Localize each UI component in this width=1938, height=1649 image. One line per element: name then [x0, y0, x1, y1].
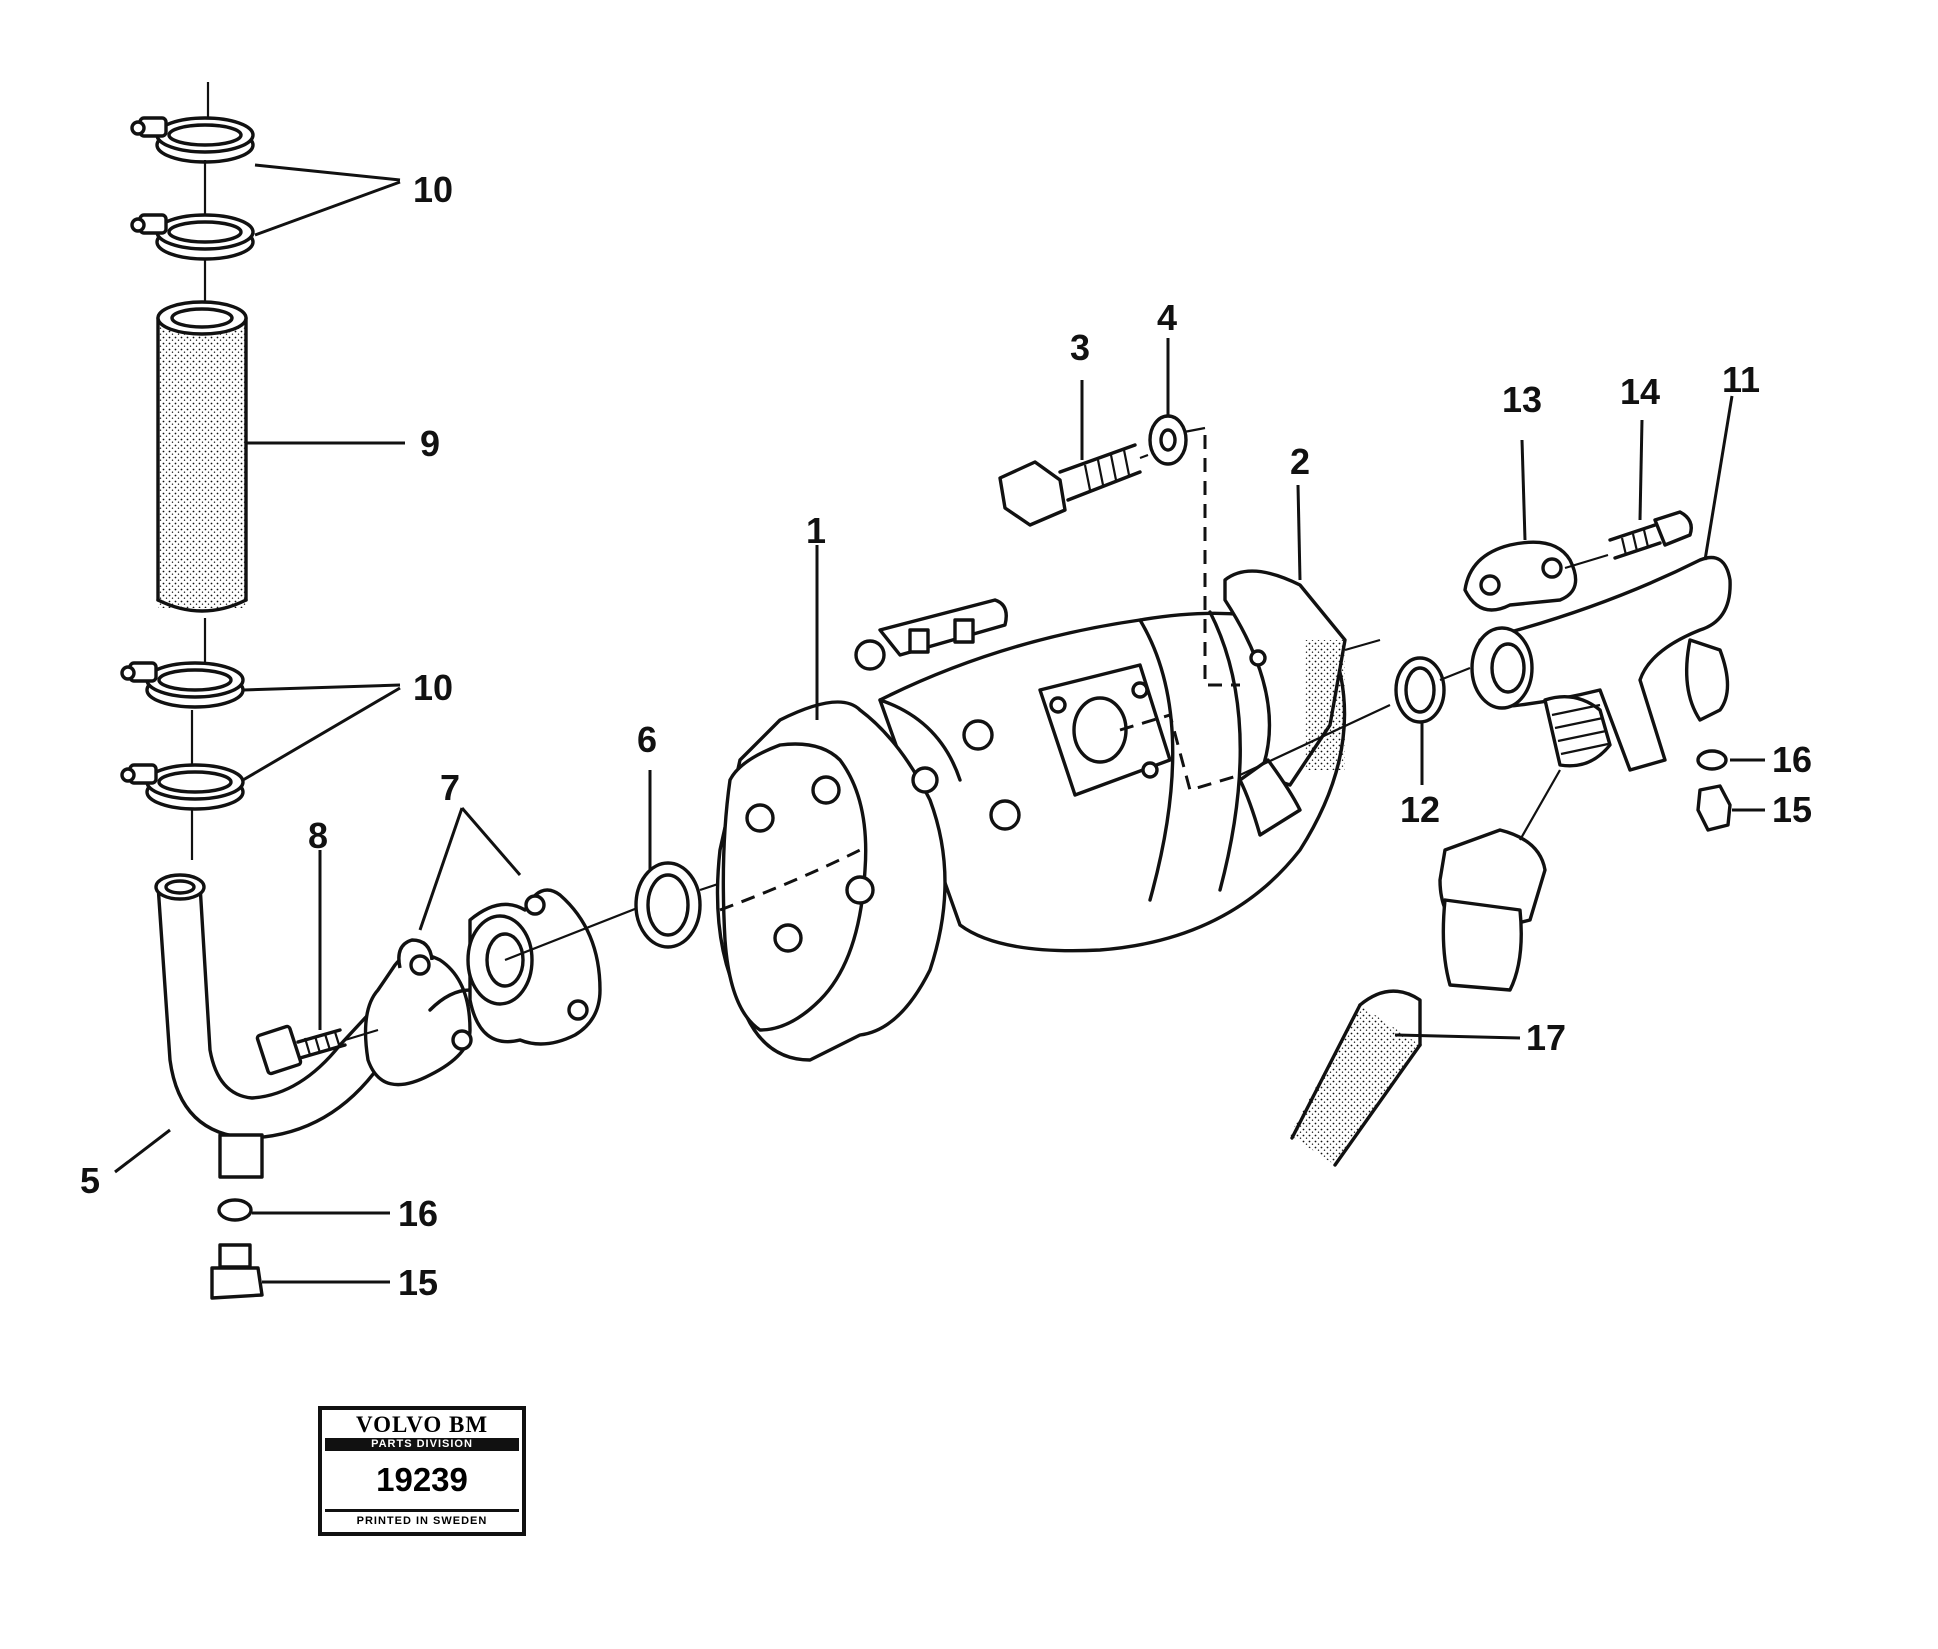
hose-clamp-lower-1 [120, 661, 245, 709]
flange-13 [1463, 540, 1578, 612]
callout-16-right: 16 [1772, 739, 1812, 780]
callout-4: 4 [1157, 297, 1177, 338]
callout-5: 5 [80, 1160, 100, 1201]
callouts: 1 2 3 4 5 6 7 8 9 10 10 11 12 13 14 15 1… [80, 169, 1812, 1303]
hose-clamp-upper-1 [130, 82, 255, 164]
washer-16-left [217, 1198, 253, 1222]
callout-16-left: 16 [398, 1193, 438, 1234]
callout-9: 9 [420, 423, 440, 464]
callout-17: 17 [1526, 1017, 1566, 1058]
callout-10-lower: 10 [413, 667, 453, 708]
stamp-printed: PRINTED IN SWEDEN [356, 1515, 488, 1527]
callout-15-left: 15 [398, 1262, 438, 1303]
hose-clamp-lower-2 [120, 763, 245, 811]
callout-6: 6 [637, 719, 657, 760]
hose-17 [1290, 769, 1561, 1167]
callout-10-upper: 10 [413, 169, 453, 210]
pump-1 [715, 435, 1391, 1062]
callout-12: 12 [1400, 789, 1440, 830]
flange-7-left [363, 938, 473, 1087]
callout-7: 7 [440, 767, 460, 808]
plug-15-right [1696, 784, 1732, 832]
bolt-14 [1564, 510, 1693, 570]
o-ring-12 [1394, 656, 1446, 724]
stamp-brand: VOLVO BM [355, 1412, 489, 1437]
stamp-division: PARTS DIVISION [325, 1438, 519, 1451]
callout-11: 11 [1722, 359, 1760, 400]
bolt-8 [255, 1024, 379, 1076]
callout-3: 3 [1070, 327, 1090, 368]
flange-7-right [466, 888, 602, 1046]
washer-16-right [1696, 749, 1728, 771]
washer-4 [1148, 414, 1206, 466]
callout-1: 1 [806, 510, 826, 551]
callout-2: 2 [1290, 441, 1310, 482]
suction-pipe-5 [154, 873, 432, 1179]
hose-9 [156, 300, 248, 613]
callout-8: 8 [308, 815, 328, 856]
volvo-bm-parts-stamp: VOLVO BM PARTS DIVISION 19239 PRINTED IN… [318, 1406, 526, 1536]
callout-14: 14 [1620, 371, 1660, 412]
stamp-number: 19239 [325, 1451, 519, 1512]
callout-15-right: 15 [1772, 789, 1812, 830]
hose-clamp-upper-2 [130, 213, 255, 261]
callout-13: 13 [1502, 379, 1542, 420]
o-ring-6 [634, 861, 702, 949]
pressure-pipe-11 [1470, 555, 1732, 772]
plug-15-left [210, 1243, 264, 1300]
leader-lines [114, 163, 1765, 1284]
bolt-3 [998, 443, 1149, 527]
